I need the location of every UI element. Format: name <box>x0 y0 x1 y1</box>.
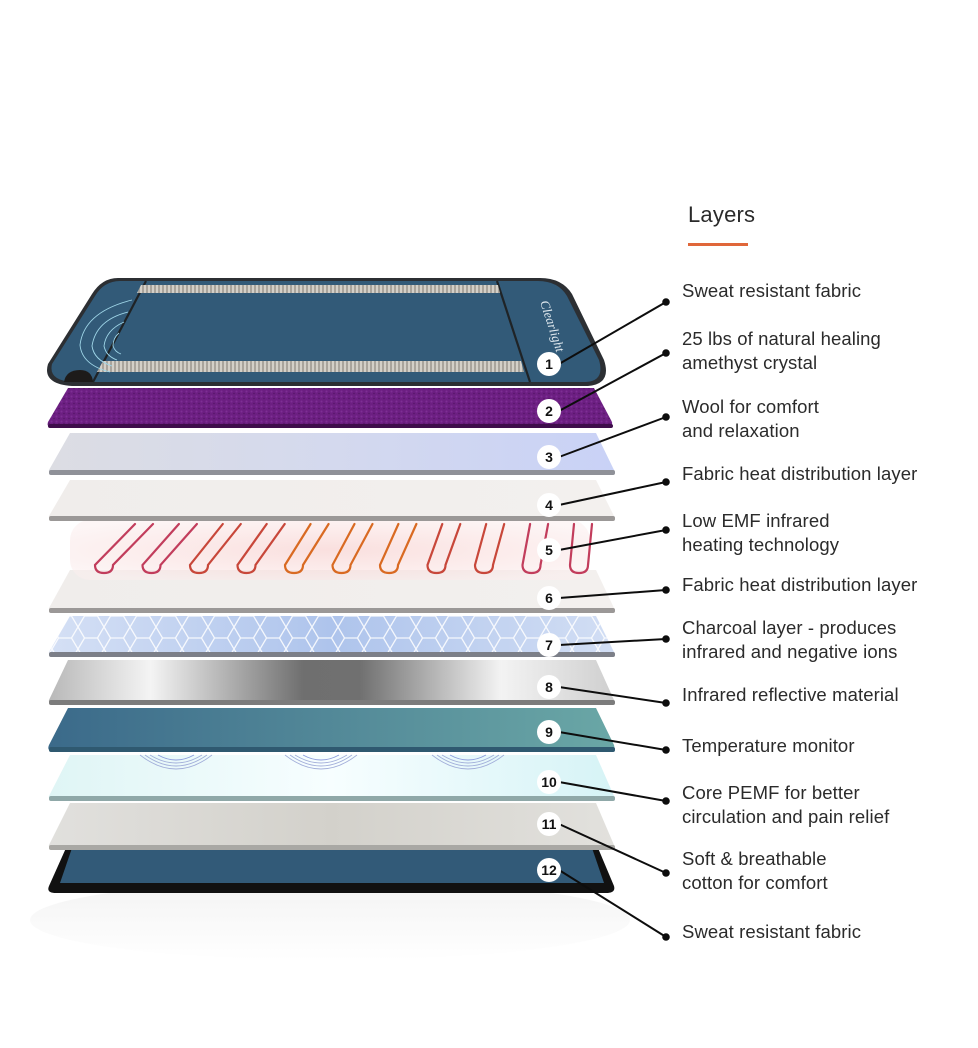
leader-dot <box>662 413 670 421</box>
layer-number-badge <box>537 586 561 610</box>
heating-coil-loop <box>473 522 506 575</box>
heating-coil-loop <box>141 522 198 575</box>
leader-dot <box>662 298 670 306</box>
leader-line <box>558 638 667 646</box>
heating-coil-loop <box>378 522 418 575</box>
layer-number: 4 <box>545 497 553 513</box>
pemf-coil-icons <box>139 754 505 770</box>
layer-number-badge <box>537 445 561 469</box>
layer-number-badge <box>537 633 561 657</box>
leader-dot <box>662 699 670 707</box>
leader-line <box>558 301 667 365</box>
leader-dot <box>662 349 670 357</box>
layers-heading: Layers <box>688 202 756 227</box>
layer-2-amethyst <box>47 388 613 428</box>
layer-9-temperature <box>48 708 615 752</box>
leader-line <box>558 352 667 412</box>
layer-number: 2 <box>545 403 553 419</box>
layer-label-8: Infrared reflective material <box>682 684 899 705</box>
layer-number-badge <box>537 399 561 423</box>
layer-number: 8 <box>545 679 553 695</box>
layer-label-12: Sweat resistant fabric <box>682 921 862 942</box>
layer-11-cotton <box>48 803 615 850</box>
leader-dot <box>662 869 670 877</box>
layer-label-9: Temperature monitor <box>682 735 855 756</box>
leader-dot <box>662 746 670 754</box>
layer-label-3: Wool for comfort and relaxation <box>682 396 819 441</box>
layer-number: 10 <box>541 774 557 790</box>
leader-line <box>558 869 667 938</box>
leader-line <box>558 781 667 802</box>
layer-number: 3 <box>545 449 553 465</box>
layer-number: 7 <box>545 637 553 653</box>
heating-coil-loop <box>188 522 242 575</box>
layer-label-1: Sweat resistant fabric <box>682 280 862 301</box>
leader-dot <box>662 635 670 643</box>
floor-shadow <box>30 880 630 960</box>
leader-line <box>558 589 667 599</box>
layer-10-pemf <box>48 754 615 801</box>
layer-number-badge <box>537 538 561 562</box>
layer-label-5: Low EMF infrared heating technology <box>682 510 840 555</box>
contour-pattern-icon <box>79 299 133 373</box>
layer-number-badge <box>537 812 561 836</box>
layer-4-fabric <box>48 480 615 521</box>
heating-coil-loop <box>283 522 330 575</box>
layer-number: 12 <box>541 862 557 878</box>
leader-dot <box>662 526 670 534</box>
layer-number-badge <box>537 770 561 794</box>
layer-number: 1 <box>545 356 553 372</box>
leader-dot <box>662 478 670 486</box>
layer-7-charcoal <box>48 616 615 657</box>
heating-coil-loop <box>93 522 155 575</box>
layer-8-reflective <box>48 660 615 705</box>
heating-coil-loop <box>426 522 462 575</box>
layer-number: 9 <box>545 724 553 740</box>
layer-3-wool <box>48 433 615 475</box>
layer-label-4: Fabric heat distribution layer <box>682 463 918 484</box>
leader-dot <box>662 586 670 594</box>
layer-12-bottom-cover <box>48 848 615 893</box>
leader-line <box>558 481 667 506</box>
heating-coil-loop <box>331 522 374 575</box>
layer-number: 5 <box>545 542 553 558</box>
layer-1-top-cover: Clearlight <box>47 278 606 386</box>
leader-line <box>558 529 667 551</box>
layer-number-badge <box>537 493 561 517</box>
heating-coil-loop <box>521 522 550 575</box>
heading-underline <box>688 243 748 246</box>
layer-label-10: Core PEMF for better circulation and pai… <box>682 782 890 827</box>
leader-dot <box>662 797 670 805</box>
layer-label-6: Fabric heat distribution layer <box>682 574 918 595</box>
leader-line <box>558 416 667 458</box>
leader-line <box>558 686 667 704</box>
layer-number: 11 <box>542 816 557 832</box>
leader-line <box>558 731 667 751</box>
layer-6-fabric <box>48 570 615 613</box>
layer-number-badge <box>537 720 561 744</box>
heating-coil-loop <box>568 522 594 575</box>
leader-dot <box>662 933 670 941</box>
layer-label-2: 25 lbs of natural healing amethyst cryst… <box>682 328 881 373</box>
layer-label-7: Charcoal layer - produces infrared and n… <box>682 617 898 662</box>
layer-number-badge <box>537 858 561 882</box>
layer-number: 6 <box>545 590 553 606</box>
leader-line <box>558 823 667 874</box>
layer-5-heating-coil <box>70 520 594 580</box>
layer-number-badge <box>537 352 561 376</box>
layer-label-11: Soft & breathable cotton for comfort <box>682 848 828 893</box>
layer-number-badge <box>537 675 561 699</box>
heating-coil-loop <box>236 522 286 575</box>
